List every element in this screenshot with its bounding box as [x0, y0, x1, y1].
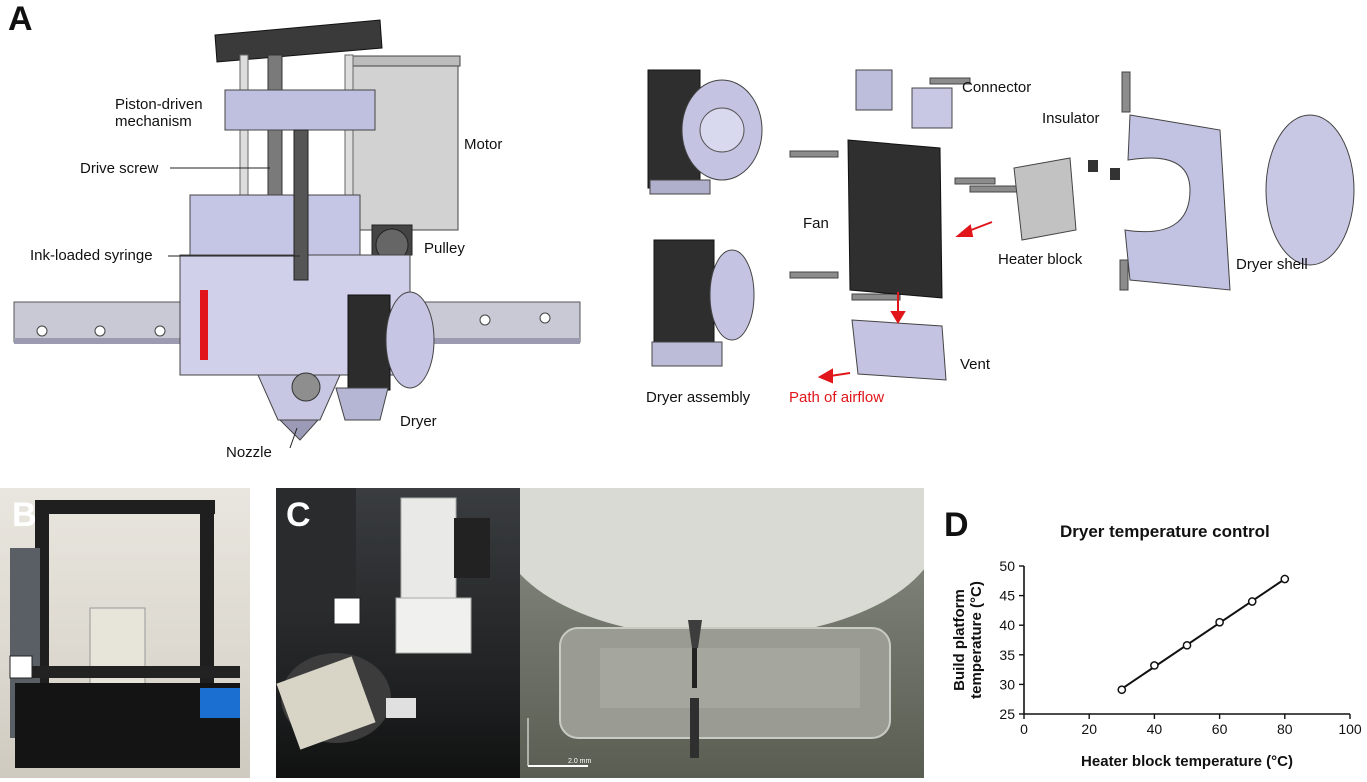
y-tick-label: 30 — [999, 676, 1015, 692]
printer-photo — [0, 488, 250, 778]
label-dryer-assembly: Dryer assembly — [646, 389, 751, 406]
panel-label-b: B — [12, 496, 37, 534]
label-connector: Connector — [962, 79, 1032, 96]
y-tick-label: 50 — [999, 558, 1015, 574]
y-tick-label: 45 — [999, 588, 1015, 604]
nozzle-microscope-photo: 2.0 mm — [520, 488, 924, 778]
x-axis-label: Heater block temperature (°C) — [1081, 753, 1293, 770]
label-dryer: Dryer — [400, 413, 437, 430]
printhead-photo — [276, 488, 520, 778]
data-point — [1182, 640, 1192, 650]
label-fan: Fan — [803, 215, 829, 232]
label-drive-screw: Drive screw — [80, 160, 159, 177]
x-tick-label: 80 — [1277, 721, 1293, 737]
x-tick-label: 60 — [1212, 721, 1228, 737]
label-dryer-shell: Dryer shell — [1236, 256, 1308, 273]
x-tick-label: 0 — [1020, 721, 1028, 737]
panel-label-a: A — [8, 0, 33, 38]
x-tick-label: 20 — [1081, 721, 1097, 737]
x-tick-label: 40 — [1147, 721, 1163, 737]
data-point — [1247, 597, 1257, 606]
x-tick-label: 100 — [1338, 721, 1362, 737]
y-tick-label: 35 — [999, 647, 1015, 663]
y-tick-label: 25 — [999, 706, 1015, 722]
label-heater-block: Heater block — [998, 251, 1083, 268]
scale-bar-label: 2.0 mm — [568, 758, 592, 765]
chart-title: Dryer temperature control — [1060, 522, 1270, 541]
label-ink-syringe: Ink-loaded syringe — [30, 247, 153, 264]
label-insulator: Insulator — [1042, 110, 1100, 127]
printhead-render — [13, 19, 581, 449]
data-point — [1150, 661, 1159, 670]
label-pulley: Pulley — [424, 240, 465, 257]
label-motor: Motor — [464, 136, 503, 153]
y-axis-label: Build platformtemperature (°C) — [951, 581, 985, 699]
data-point — [1117, 685, 1127, 695]
label-vent: Vent — [960, 356, 991, 373]
panel-label-c: C — [286, 496, 311, 534]
label-airflow-path: Path of airflow — [789, 389, 885, 406]
data-point — [1280, 574, 1290, 584]
y-tick-label: 40 — [999, 617, 1015, 633]
label-nozzle: Nozzle — [226, 444, 272, 461]
label-piston-mechanism: Piston-driven mechanism — [115, 96, 203, 130]
panel-label-d: D — [944, 506, 969, 544]
data-point — [1215, 617, 1224, 627]
fit-line — [1121, 578, 1286, 690]
dryer-exploded-render — [647, 69, 1355, 384]
